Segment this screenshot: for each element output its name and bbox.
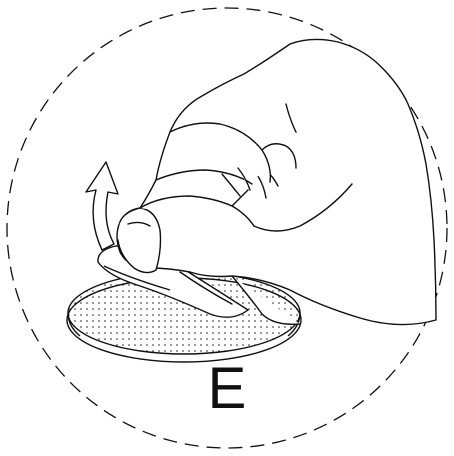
peel-arrow-icon xyxy=(86,162,118,250)
step-label: E xyxy=(0,360,454,418)
